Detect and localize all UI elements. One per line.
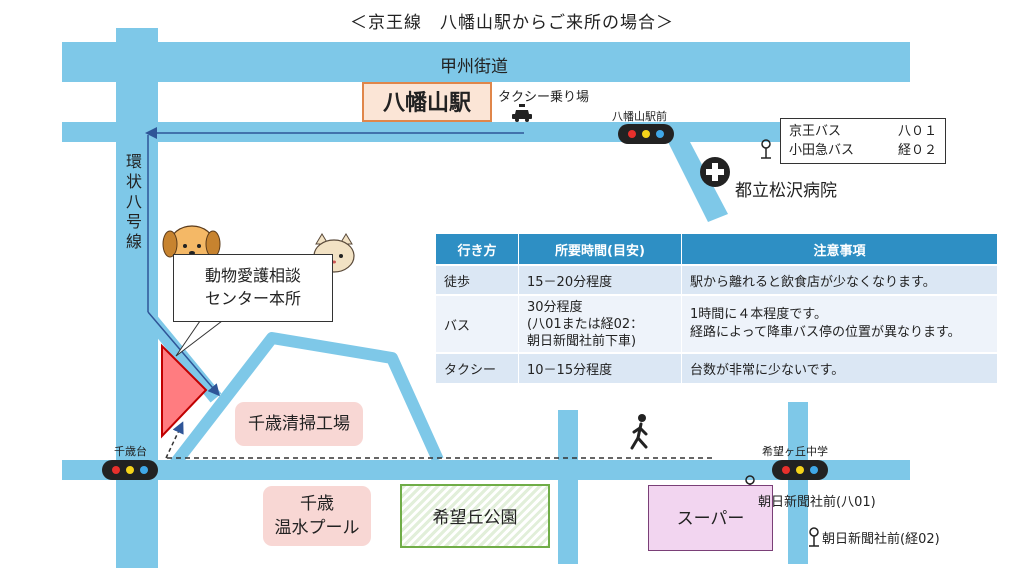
station-name: 八幡山駅 [362, 82, 492, 122]
destination-line1: 動物愛護相談 [204, 266, 301, 285]
callout-pointer [175, 320, 224, 357]
destination-callout: 動物愛護相談 センター本所 [173, 254, 333, 322]
signal-kibougaoka-icon [772, 460, 828, 480]
access-table: 行き方 所要時間(目安) 注意事項 徒歩 15－20分程度 駅から離れると飲食店… [436, 234, 998, 383]
table-cell-method: 徒歩 [436, 264, 519, 295]
table-header-row: 行き方 所要時間(目安) 注意事項 [436, 234, 998, 265]
bus-company: 小田急バス [789, 143, 855, 158]
table-cell-time: 30分程度 (八01または経02： 朝日新聞社前下車) [518, 294, 682, 353]
page-title: ＜京王線 八幡山駅からご来所の場合＞ [350, 13, 674, 33]
table-row: 徒歩 15－20分程度 駅から離れると飲食店が少なくなります。 [436, 264, 998, 295]
east-road [788, 402, 808, 564]
table-cell-note-line: 1時間に４本程度です。 [690, 307, 827, 322]
table-cell-notes: 台数が非常に少ないです。 [681, 352, 998, 383]
hospital-road [668, 142, 728, 222]
table-header: 行き方 [436, 234, 519, 265]
hospital-cross-icon [700, 157, 730, 187]
kanjo-8-label: 環状八号線 [124, 152, 144, 252]
bus-stop-pin-icon [809, 527, 819, 547]
taxi-icon [512, 104, 532, 122]
kanjo-8-road [116, 28, 158, 568]
pool-line2: 温水プール [274, 518, 360, 538]
table-cell-time: 15－20分程度 [518, 264, 682, 295]
signal-hachimanyama-label: 八幡山駅前 [612, 110, 667, 123]
hospital-name: 都立松沢病院 [735, 181, 837, 201]
kibougaoka-park: 希望丘公園 [400, 484, 550, 548]
table-cell-time: 10－15分程度 [518, 352, 682, 383]
station-road [62, 122, 910, 142]
table-cell-method: タクシー [436, 352, 519, 383]
table-cell-notes: 駅から離れると飲食店が少なくなります。 [681, 264, 998, 295]
bus-info-row: 京王バス 八０１ [789, 122, 937, 141]
taxi-stand-label: タクシー乗り場 [498, 90, 590, 105]
seiso-kojo-label: 千歳清掃工場 [235, 402, 363, 446]
table-cell-time-line: 10－15分程度 [527, 363, 613, 378]
table-cell-time-line: 15－20分程度 [527, 274, 613, 290]
pool-line1: 千歳 [300, 494, 334, 514]
bus-info-row: 小田急バス 経０２ [789, 141, 937, 160]
table-cell-notes: 1時間に４本程度です。 経路によって降車バス停の位置が異なります。 [681, 294, 998, 353]
signal-hachimanyama-icon [618, 124, 674, 144]
south-road [62, 460, 910, 480]
destination-line2: センター本所 [204, 289, 301, 308]
dog-icon [162, 225, 221, 263]
middle-road [558, 410, 578, 564]
bus-stop-label-1: 朝日新聞社前(八01) [758, 495, 876, 510]
route-line-diagonal [147, 311, 220, 397]
bus-route: 八０１ [897, 124, 937, 139]
signal-chitosedai-label: 千歳台 [114, 445, 147, 458]
bus-route: 経０２ [897, 143, 937, 158]
kanjo-8-label-text: 環状八号線 [126, 152, 143, 251]
table-row: タクシー 10－15分程度 台数が非常に少ないです。 [436, 352, 998, 383]
signal-kibougaoka-label: 希望ヶ丘中学 [762, 445, 828, 458]
koshu-kaido-label: 甲州街道 [440, 57, 508, 77]
table-cell-time-line: (八01または経02： [527, 316, 644, 332]
park-side-road [165, 332, 444, 474]
onsui-pool-label: 千歳 温水プール [263, 486, 371, 546]
diagonal-road [144, 313, 222, 403]
bus-stop-label-2: 朝日新聞社前(経02) [822, 532, 940, 547]
bus-info-box: 京王バス 八０１ 小田急バス 経０２ [780, 118, 946, 164]
table-cell-time-line: 30分程度 [527, 299, 583, 315]
koshu-kaido-road [62, 42, 910, 82]
table-cell-method: バス [436, 294, 519, 353]
supermarket: スーパー [648, 485, 773, 551]
table-row: バス 30分程度 (八01または経02： 朝日新聞社前下車) 1時間に４本程度で… [436, 294, 998, 353]
pedestrian-icon [630, 414, 648, 450]
destination-marker [161, 343, 208, 439]
walking-route-diagonal [165, 421, 184, 459]
table-cell-note-line: 台数が非常に少ないです。 [690, 363, 845, 378]
bus-company: 京王バス [789, 124, 842, 139]
table-cell-note-line: 駅から離れると飲食店が少なくなります。 [690, 274, 936, 290]
signal-chitosedai-icon [102, 460, 158, 480]
table-header: 所要時間(目安) [518, 234, 682, 265]
table-header: 注意事項 [681, 234, 998, 265]
table-cell-time-line: 朝日新聞社前下車) [527, 333, 637, 349]
table-cell-note-line: 経路によって降車バス停の位置が異なります。 [690, 325, 961, 340]
bus-stop-pin-icon [761, 139, 771, 159]
